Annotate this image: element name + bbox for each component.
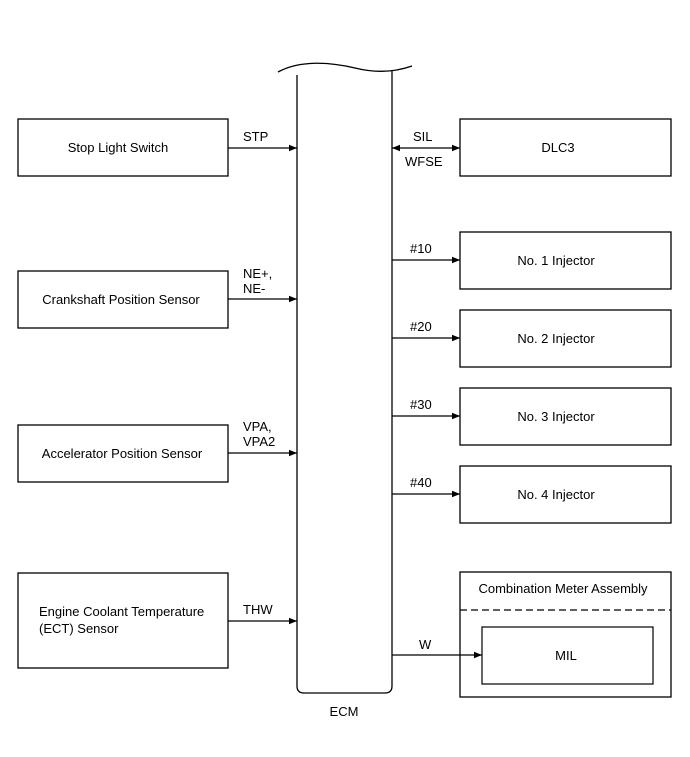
- ect-sensor-label-line2: (ECT) Sensor: [39, 621, 119, 636]
- input-crankshaft-position-sensor: Crankshaft Position Sensor NE+, NE-: [17, 266, 297, 329]
- output-combination-meter: Combination Meter Assembly MIL W: [392, 571, 672, 698]
- output-dlc3: DLC3 SIL WFSE: [392, 118, 672, 177]
- input-accelerator-position-sensor: Accelerator Position Sensor VPA, VPA2: [17, 419, 297, 483]
- injector-4-signal-label: #40: [410, 475, 432, 490]
- combination-meter-box: [459, 571, 672, 698]
- stop-light-switch-label: Stop Light Switch: [68, 140, 168, 155]
- ecm-body: [296, 70, 393, 694]
- input-ect-sensor: Engine Coolant Temperature (ECT) Sensor …: [17, 572, 297, 669]
- sil-signal-label: SIL: [413, 129, 433, 144]
- ecm-block: ECM: [277, 62, 413, 719]
- injector-3-label: No. 3 Injector: [517, 409, 595, 424]
- output-injector-2: No. 2 Injector #20: [392, 309, 672, 368]
- injector-2-label: No. 2 Injector: [517, 331, 595, 346]
- ect-sensor-label-line1: Engine Coolant Temperature: [39, 604, 204, 619]
- accelerator-sensor-label: Accelerator Position Sensor: [42, 446, 203, 461]
- crankshaft-sensor-label: Crankshaft Position Sensor: [42, 292, 200, 307]
- injector-3-signal-label: #30: [410, 397, 432, 412]
- combination-meter-title: Combination Meter Assembly: [478, 581, 648, 596]
- ecm-label: ECM: [330, 704, 359, 719]
- ecm-break-line: [277, 62, 413, 73]
- injector-2-signal-label: #20: [410, 319, 432, 334]
- output-injector-3: No. 3 Injector #30: [392, 387, 672, 446]
- injector-4-label: No. 4 Injector: [517, 487, 595, 502]
- wfse-signal-label: WFSE: [405, 154, 443, 169]
- dlc3-label: DLC3: [541, 140, 574, 155]
- mil-label: MIL: [555, 648, 577, 663]
- injector-1-label: No. 1 Injector: [517, 253, 595, 268]
- vpa-signal-label: VPA,: [243, 419, 272, 434]
- thw-signal-label: THW: [243, 602, 273, 617]
- output-injector-4: No. 4 Injector #40: [392, 465, 672, 524]
- vpa2-signal-label: VPA2: [243, 434, 275, 449]
- input-stop-light-switch: Stop Light Switch STP: [17, 118, 297, 177]
- ne-minus-signal-label: NE-: [243, 281, 265, 296]
- w-signal-label: W: [419, 637, 432, 652]
- output-injector-1: No. 1 Injector #10: [392, 231, 672, 290]
- injector-1-signal-label: #10: [410, 241, 432, 256]
- ne-plus-signal-label: NE+,: [243, 266, 272, 281]
- stp-signal-label: STP: [243, 129, 268, 144]
